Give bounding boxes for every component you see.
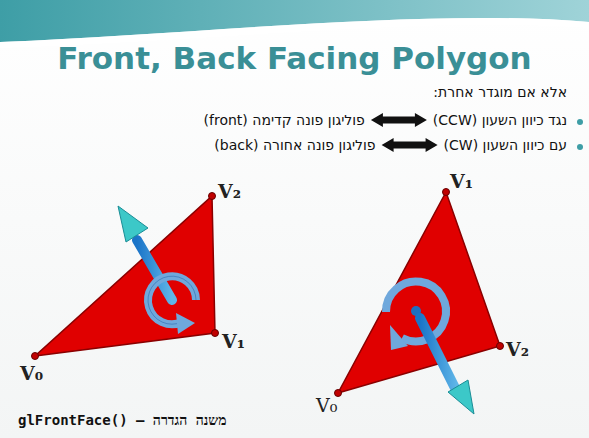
bullet-result: פוליגון פונה קדימה (front) (204, 112, 365, 128)
double-arrow (382, 138, 438, 152)
vertex-label: V₂ (506, 338, 529, 360)
bullet-condition: עם כיוון השעון (CW) (444, 137, 567, 153)
vertex-label: V₁ (450, 170, 473, 192)
bullet-condition: נגד כיוון השעון (CCW) (433, 112, 567, 128)
front-triangle (32, 193, 219, 360)
back-triangle (335, 189, 504, 415)
bullet-dot (577, 144, 583, 150)
double-arrow (371, 113, 427, 127)
bullet-dot (577, 119, 583, 125)
vertex-label: V₂ (218, 180, 241, 202)
vertex-label: V₀ (20, 362, 43, 384)
vertex-label: V₀ (316, 394, 337, 416)
vertex-label: V₁ (222, 330, 245, 352)
bullet-result: פוליגון פונה אחורה (back) (214, 137, 375, 153)
slide-title: Front, Back Facing Polygon (0, 40, 589, 76)
api-note: glFrontFace() – משנה הגדרה (18, 412, 226, 429)
intro-text: אלא אם מוגדר אחרת: (433, 84, 567, 100)
